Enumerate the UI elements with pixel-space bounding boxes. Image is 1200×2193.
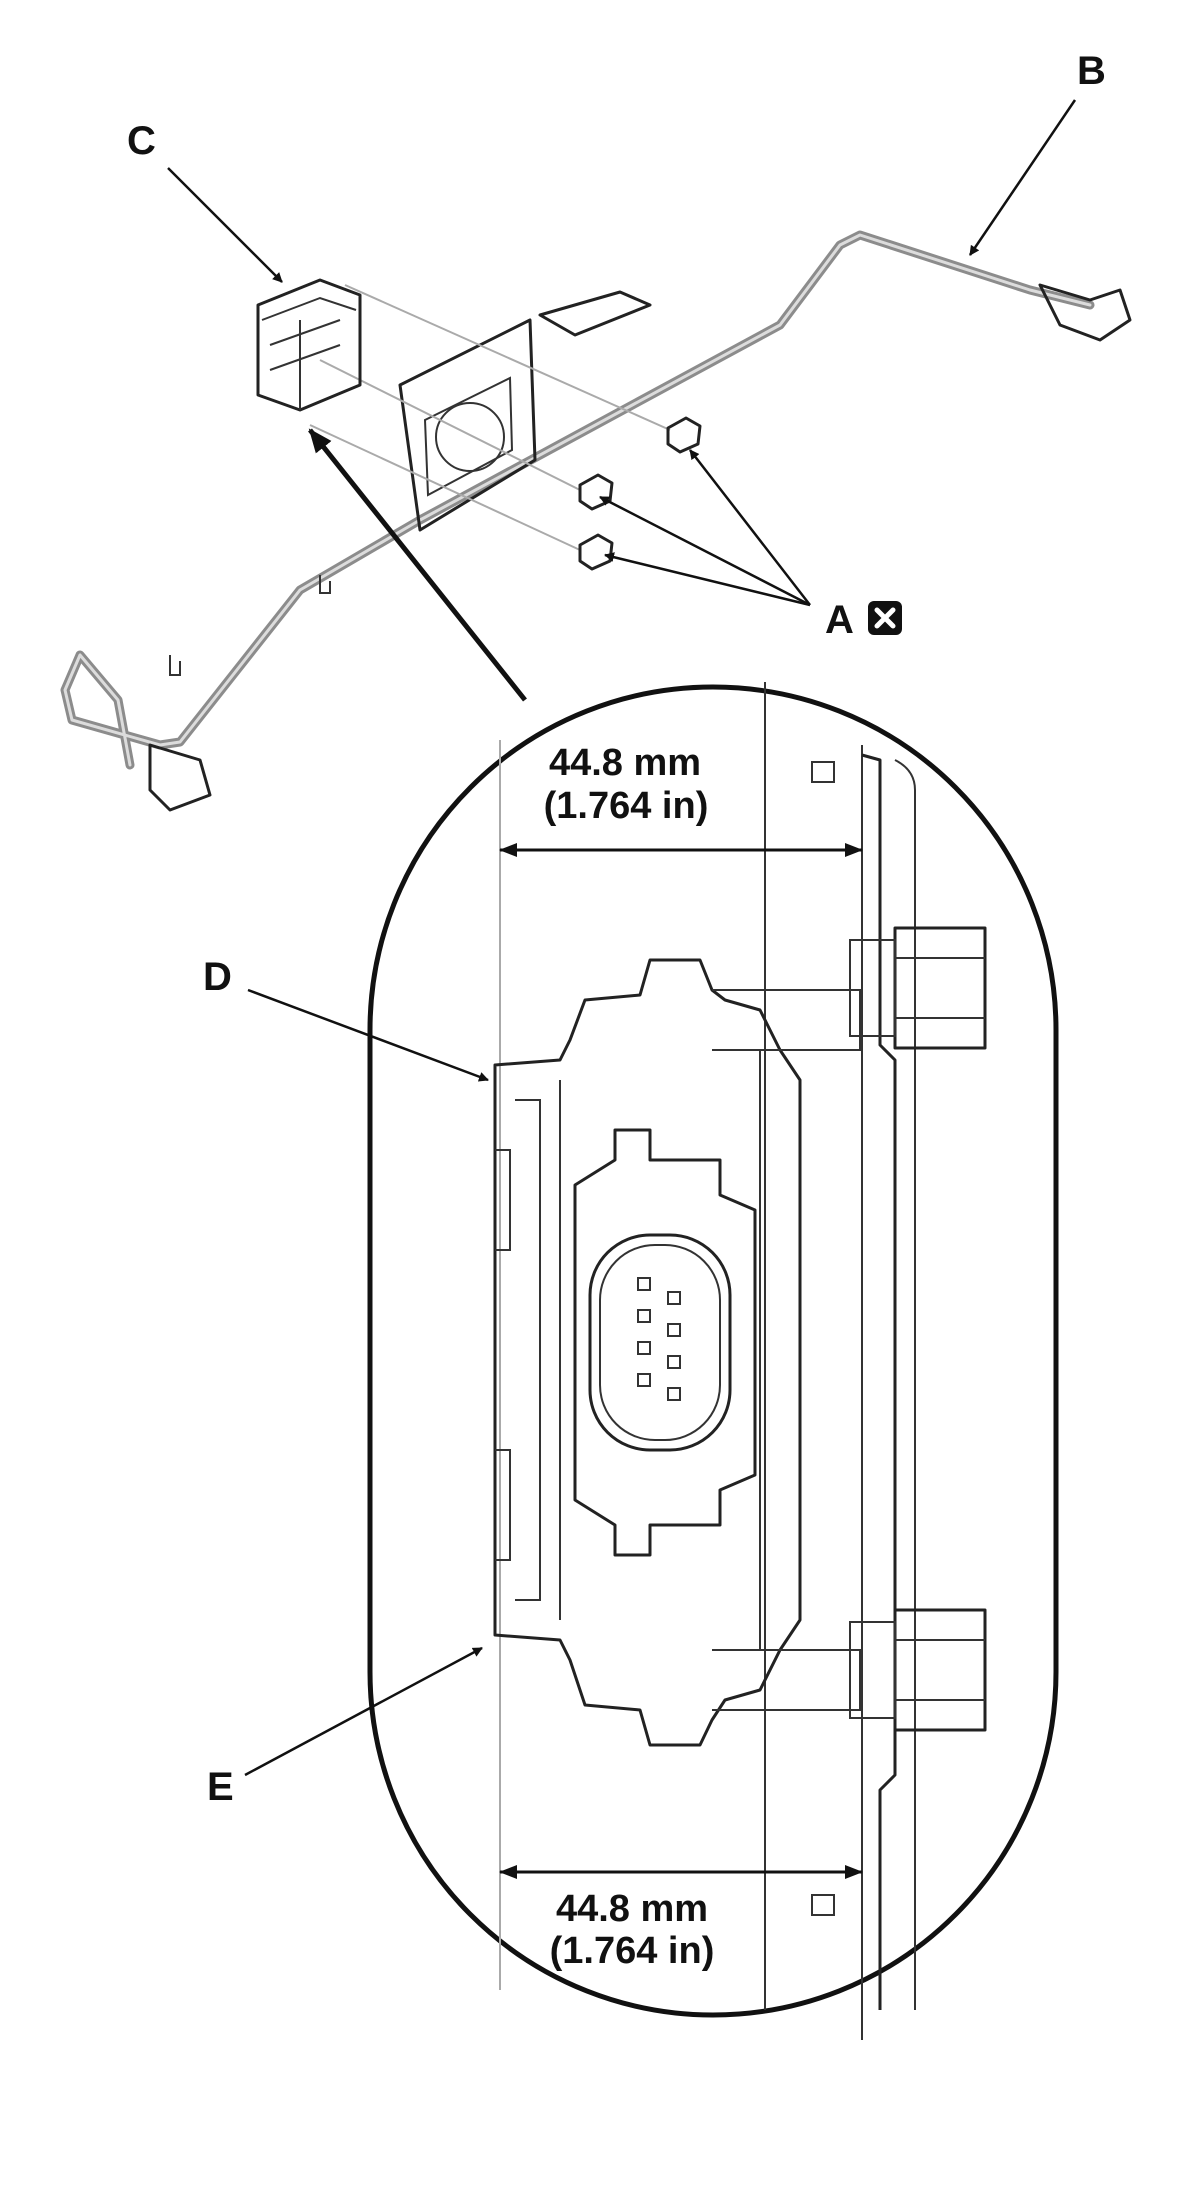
clip-a-2 — [578, 473, 614, 511]
mounting-plate — [398, 290, 652, 532]
connector-pins — [637, 1277, 681, 1401]
exploded-view — [60, 99, 1132, 812]
sensor-housing — [493, 958, 861, 1747]
detail-outline — [367, 684, 1059, 2018]
dimension-bottom-metric: 44.8 mm — [556, 1888, 708, 1930]
alignment-lines — [309, 284, 671, 551]
dimension-bottom-imperial: (1.764 in) — [550, 1930, 715, 1972]
sensor-module-c — [256, 278, 362, 412]
callout-label-a: A — [825, 598, 854, 642]
bracket-rod — [60, 230, 1132, 812]
clip-a-1 — [666, 416, 702, 454]
detail-view — [244, 682, 1059, 2040]
dimension-top-metric: 44.8 mm — [549, 742, 701, 784]
callout-label-d: D — [203, 955, 232, 999]
dimension-top-imperial: (1.764 in) — [544, 785, 709, 827]
bolt-lower — [849, 1608, 987, 1732]
clip-a-3 — [578, 533, 614, 571]
callout-label-b: B — [1077, 49, 1106, 93]
bolt-upper — [849, 926, 987, 1050]
callout-label-c: C — [127, 119, 156, 163]
callout-label-e: E — [207, 1765, 234, 1809]
electrical-connector — [573, 1128, 757, 1557]
x-box-icon — [868, 601, 902, 635]
